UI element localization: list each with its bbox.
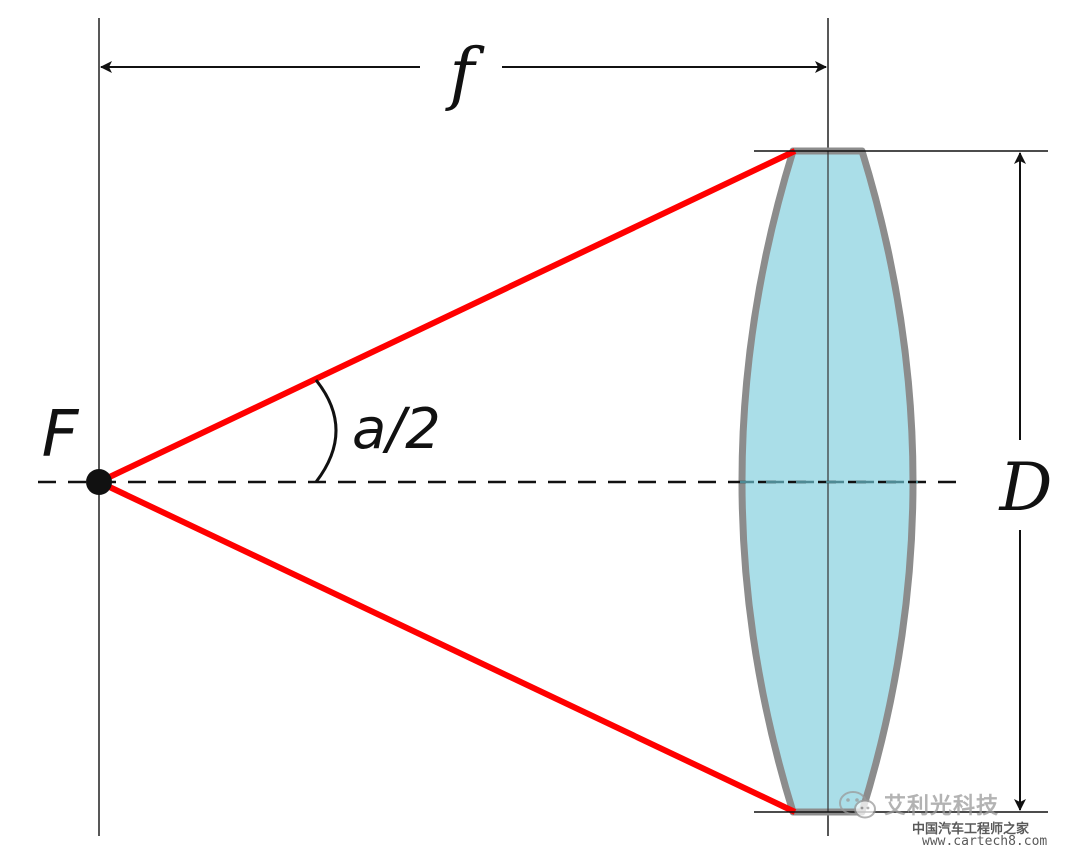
- focal-point-label: F: [42, 398, 80, 472]
- half-angle-label: a/2: [352, 397, 441, 462]
- half-angle-arc: [314, 379, 338, 483]
- diameter-label: D: [999, 449, 1053, 526]
- watermark-subtitle: 中国汽车工程师之家: [912, 822, 1030, 837]
- watermark-name: 艾利光科技: [884, 794, 1000, 819]
- focal-point-dot: [86, 469, 112, 495]
- focal-length-label: f: [444, 35, 485, 114]
- watermark: 艾利光科技 中国汽车工程师之家 www.cartech8.com: [826, 788, 1066, 850]
- upper-marginal-ray: [97, 148, 797, 485]
- watermark-url: www.cartech8.com: [922, 834, 1048, 849]
- lower-marginal-ray: [97, 479, 797, 815]
- wechat-icon: [839, 791, 876, 819]
